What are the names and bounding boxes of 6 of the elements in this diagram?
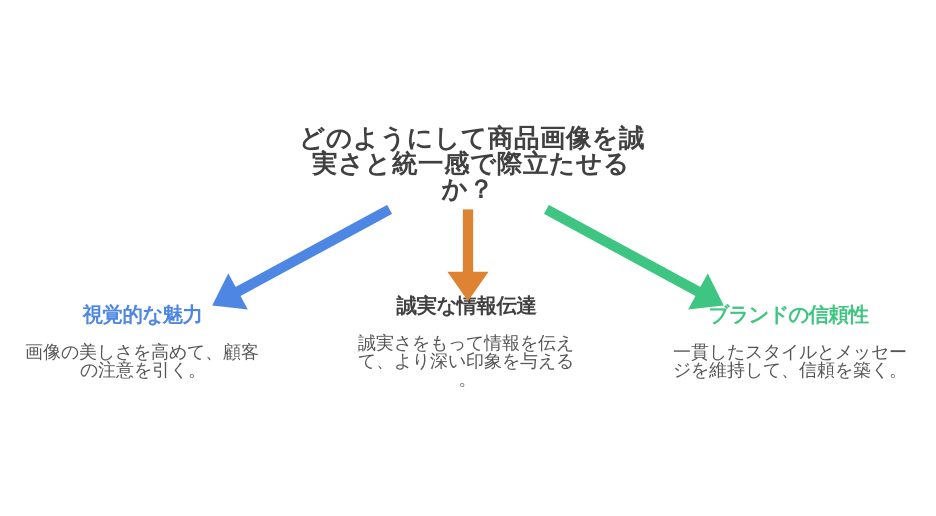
node-text: 視覚的な魅力 画像の美しさを高めて、顧客の注意を引く。 xyxy=(24,302,259,380)
arrow xyxy=(544,204,724,310)
arrow xyxy=(212,204,392,310)
arrow xyxy=(447,208,489,301)
node-text: ブランドの信頼性 一貫したスタイルとメッセージを維持して、信頼を築く。 xyxy=(672,302,907,380)
node-text: どのようにして商品画像を誠実さと統一感で際立たせるか？ xyxy=(298,122,645,204)
